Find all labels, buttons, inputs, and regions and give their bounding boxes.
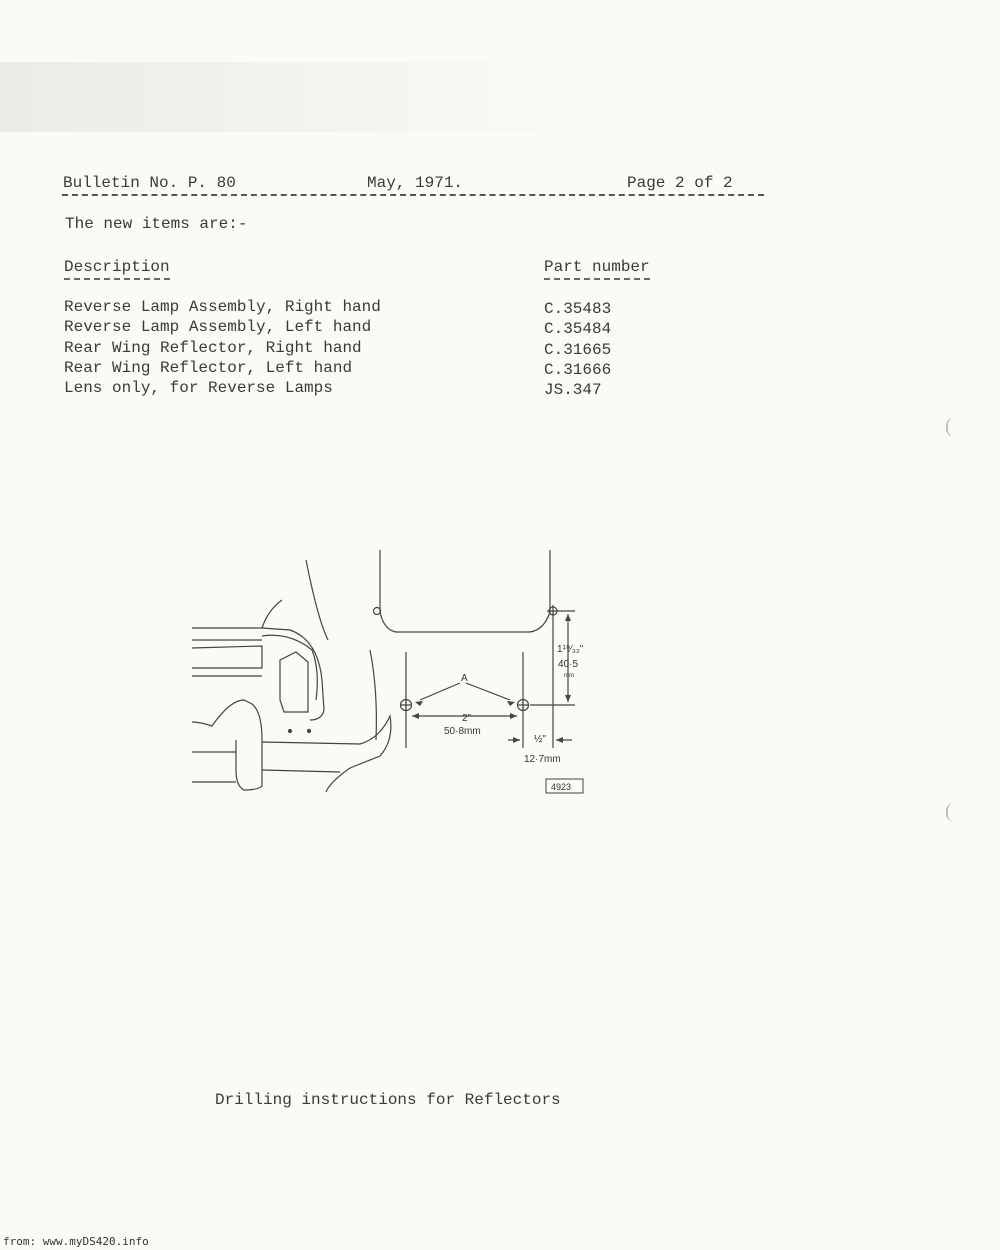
spacing-dimension-inches: 2" [462,713,472,724]
reverse-lamp-outline [279,651,309,713]
vertical-dimension-unit: mm [564,673,574,679]
figure-number: 4923 [551,782,571,792]
fixing-hole-small [372,606,382,616]
item-part-number: JS.347 [544,381,602,399]
figure-number-box [545,778,584,794]
margin-mark: ( [945,800,952,822]
margin-mark: ( [945,415,952,437]
reflector-drilling-diagram: A 1¹⁹⁄₃₂" 40·5 mm 2" 50·8mm ½" 12·7mm 49… [191,550,584,794]
part-number-column-header: Part number [544,258,650,280]
offset-dimension-mm: 12·7mm [524,754,561,765]
label-a: A [461,673,468,684]
header-rule [62,194,764,196]
item-description: Rear Wing Reflector, Right hand [64,339,362,357]
bulletin-header: Bulletin No. P. 80 May, 1971. Page 2 of … [63,174,763,198]
page-indicator: Page 2 of 2 [627,174,733,192]
description-column-header: Description [64,258,170,280]
item-part-number: C.35483 [544,300,612,318]
offset-dimension-inches: ½" [534,734,546,745]
item-description: Rear Wing Reflector, Left hand [64,359,353,377]
item-description: Reverse Lamp Assembly, Right hand [64,298,381,316]
item-description: Lens only, for Reverse Lamps [64,379,333,397]
vertical-dimension-mm: 40·5 [558,659,578,670]
bulletin-number: Bulletin No. P. 80 [63,174,236,192]
item-part-number: C.31665 [544,341,612,359]
intro-text: The new items are:- [65,215,248,233]
wing-panel-outline [379,550,551,633]
item-part-number: C.31666 [544,361,612,379]
source-footer: from: www.myDS420.info [3,1235,149,1248]
vertical-dimension-inches: 1¹⁹⁄₃₂" [557,644,584,655]
item-part-number: C.35484 [544,320,612,338]
item-description: Reverse Lamp Assembly, Left hand [64,318,372,336]
scan-shading [0,62,600,132]
diagram-caption: Drilling instructions for Reflectors [215,1091,561,1109]
spacing-dimension-mm: 50·8mm [444,726,481,737]
bulletin-date: May, 1971. [367,174,464,192]
